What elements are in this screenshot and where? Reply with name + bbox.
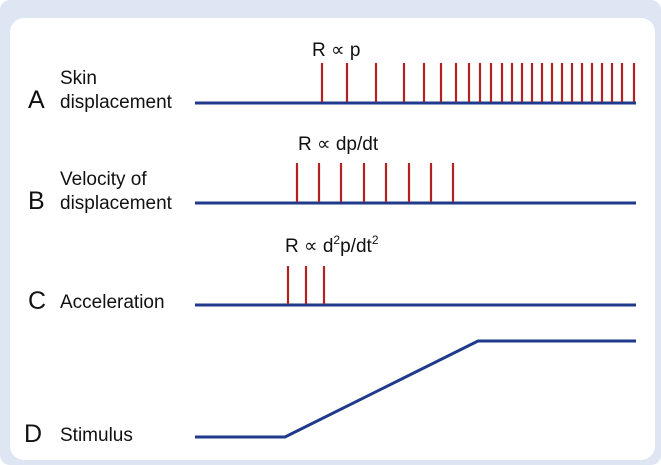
row-d-letter: D <box>24 420 42 448</box>
row-c-label: Acceleration <box>60 292 165 313</box>
row-b-spike-train <box>295 163 455 202</box>
row-b-label-line2: displacement <box>60 193 173 214</box>
row-a-formula: R ∝ p <box>312 40 360 61</box>
stimulus-ramp-trace <box>195 339 636 439</box>
row-c-formula: R ∝ d2p/dt2 <box>285 233 379 257</box>
row-a-spike-train <box>320 63 636 102</box>
figure-panel <box>10 18 655 460</box>
row-a-label-line1: Skin <box>60 68 97 89</box>
row-b-formula: R ∝ dp/dt <box>298 134 379 155</box>
row-d-label: Stimulus <box>60 425 133 446</box>
row-b-letter: B <box>28 187 45 215</box>
row-c-letter: C <box>28 287 46 315</box>
row-a-label-line2: displacement <box>60 92 173 113</box>
row-b-label-line1: Velocity of <box>60 169 147 190</box>
row-c-spike-train <box>286 266 326 304</box>
row-a-letter: A <box>28 86 45 114</box>
